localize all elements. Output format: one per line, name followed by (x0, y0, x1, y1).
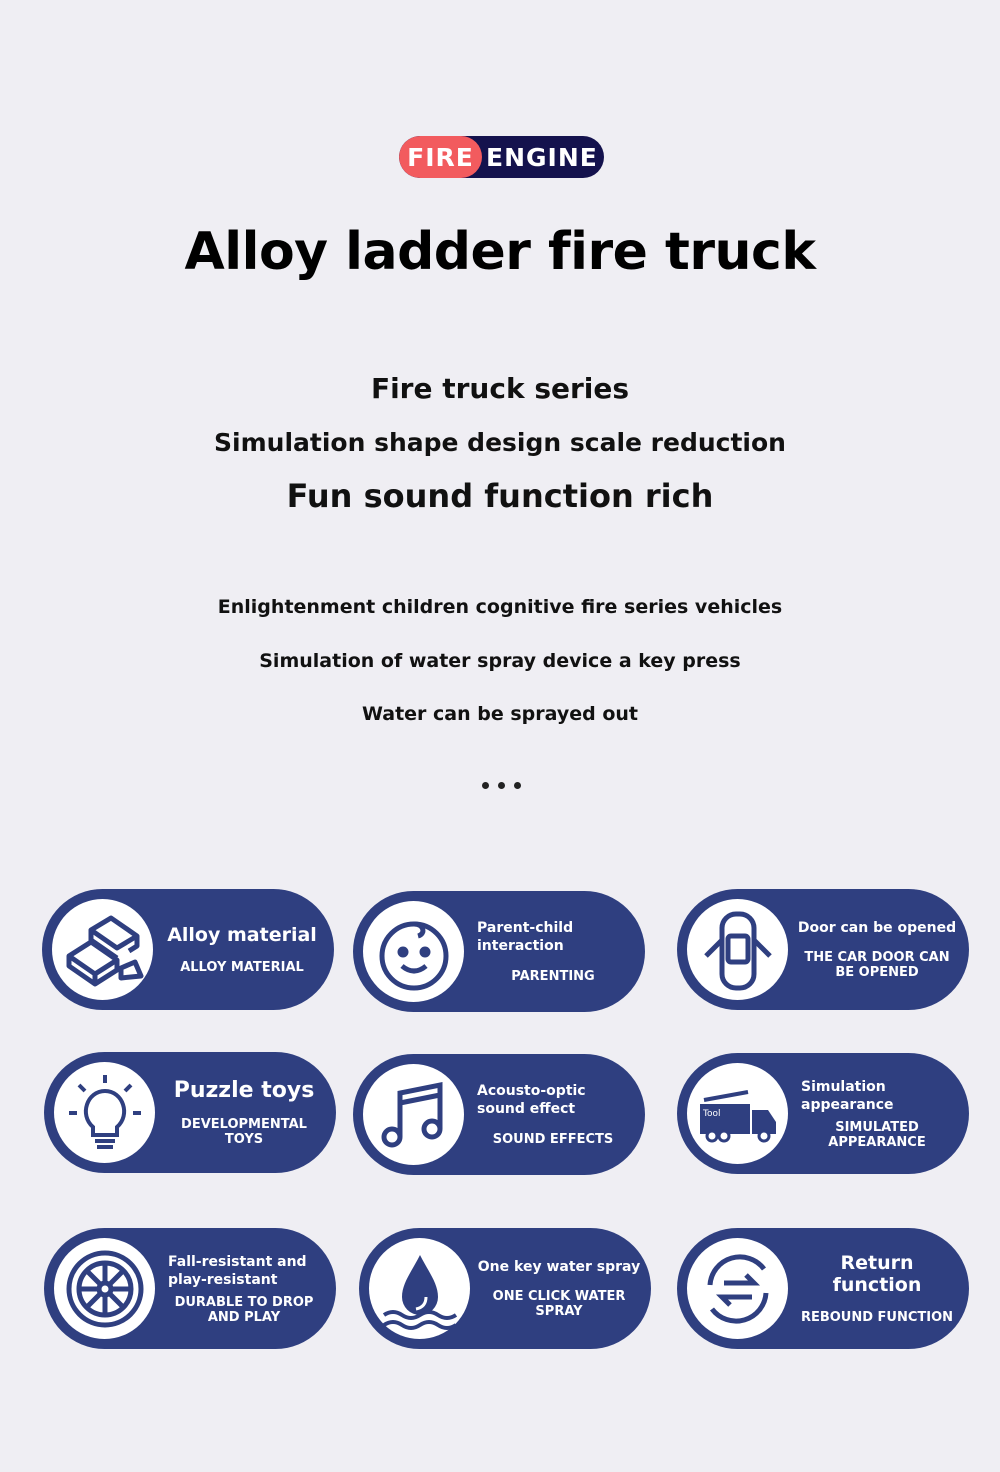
badge-fire: FIRE (399, 136, 482, 178)
card-title: Simulation appearance (801, 1078, 894, 1113)
series-line-1: Fire truck series (370, 372, 630, 405)
feature-line-3: Water can be sprayed out (361, 703, 639, 725)
car-door-icon (703, 911, 772, 990)
card-title: Puzzle toys (173, 1078, 315, 1103)
wheel-icon (66, 1250, 143, 1327)
card-title: Parent-child interaction (477, 920, 574, 954)
fire-truck-icon: Tool (699, 1089, 776, 1142)
card-subtitle: REBOUND FUNCTION (800, 1310, 954, 1325)
card-subtitle: DEVELOPMENTAL TOYS (181, 1117, 307, 1147)
feature-line-2: Simulation of water spray device a key p… (259, 650, 741, 672)
music-note-icon (381, 1081, 442, 1147)
card-subtitle: DURABLE TO DROP AND PLAY (174, 1294, 314, 1325)
card-subtitle: ONE CLICK WATER SPRAY (492, 1288, 626, 1319)
badge-engine: ENGINE (486, 142, 598, 172)
card-subtitle: SOUND EFFECTS (492, 1132, 614, 1147)
card-title: Return function (832, 1252, 922, 1296)
series-line-2: Simulation shape design scale reduction (214, 428, 786, 457)
card-subtitle: THE CAR DOOR CAN BE OPENED (804, 949, 950, 980)
card-subtitle: PARENTING (511, 969, 595, 984)
card-title: Door can be opened (797, 919, 957, 936)
card-subtitle: ALLOY MATERIAL (180, 960, 304, 975)
gold-bars-icon (66, 915, 143, 986)
card-title: One key water spray (477, 1258, 641, 1275)
lightbulb-icon (68, 1074, 141, 1149)
feature-line-1: Enlightenment children cognitive fire se… (217, 596, 783, 618)
svg-text:Tool: Tool (702, 1109, 720, 1119)
card-title: Fall-resistant and play-resistant (168, 1253, 307, 1288)
card-subtitle: SIMULATED APPEARANCE (828, 1119, 926, 1150)
ellipsis-dots (482, 782, 521, 789)
fire-engine-badge: FIRE ENGINE (399, 136, 604, 178)
page-title: Alloy ladder fire truck (184, 222, 816, 282)
card-title: Acousto-optic sound effect (477, 1083, 586, 1117)
card-title: Alloy material (167, 924, 317, 946)
series-line-3: Fun sound function rich (286, 477, 714, 515)
baby-face-icon (379, 921, 448, 990)
return-arrows-icon (707, 1253, 768, 1324)
water-drop-icon (382, 1254, 457, 1330)
